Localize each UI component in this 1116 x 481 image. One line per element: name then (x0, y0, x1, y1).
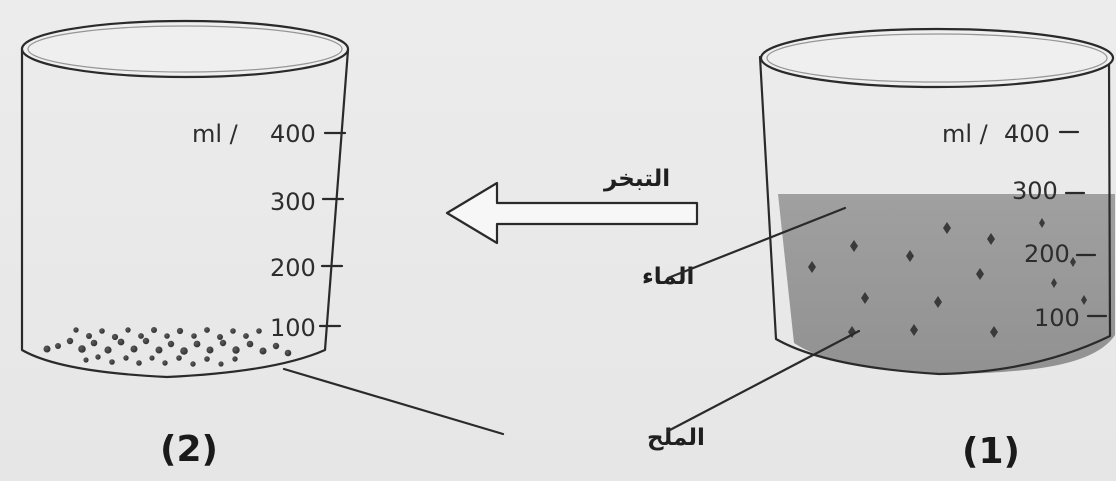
beaker-1-caption: (1) (962, 431, 1020, 472)
beaker-1-tick-200: 200 (1024, 240, 1070, 268)
beaker-2-caption: (2) (160, 429, 218, 470)
beaker-1-inner-rim (766, 33, 1108, 83)
beaker-2-body (20, 46, 350, 379)
beaker-1-unit-label: ml / (942, 120, 989, 148)
beaker-1-water (778, 194, 1115, 374)
beaker-1-rim (759, 27, 1115, 89)
salt-label: الملح (647, 425, 705, 451)
beaker-1-scale: ml / 400 300 200 100 (942, 120, 1108, 332)
beaker-2-unit-label: ml / (192, 120, 239, 148)
beaker-2-rim (20, 19, 350, 79)
evaporation-label: التبخر (603, 166, 670, 192)
beaker-1-body (758, 54, 1112, 376)
beaker-2-tick-300: 300 (270, 188, 316, 216)
beaker-1-tick-300: 300 (1012, 177, 1058, 205)
beaker-2: ml / 400 300 200 100 (20, 19, 350, 470)
evaporation-arrow (445, 181, 699, 245)
salt-leader-line-right (666, 329, 861, 433)
water-label-group: الماء (642, 206, 847, 290)
beaker-1: ml / 400 300 200 100 (758, 27, 1115, 472)
beaker-1-tick-400: 400 (1004, 120, 1050, 148)
salt-label-group: الملح (282, 329, 861, 451)
salt-crystals-left (43, 327, 292, 367)
beaker-2-tick-400: 400 (270, 120, 316, 148)
beaker-2-scale: ml / 400 300 200 100 (192, 120, 347, 342)
water-leader-line (666, 206, 847, 280)
salt-leader-line-left (282, 367, 505, 436)
beaker-1-tick-100: 100 (1034, 304, 1080, 332)
beaker-2-inner-rim (27, 25, 343, 73)
beaker-2-tick-200: 200 (270, 254, 316, 282)
beaker-2-tick-100: 100 (270, 314, 316, 342)
evaporation-arrow-group: التبخر (445, 166, 699, 245)
dissolved-salt-particles (808, 218, 1087, 338)
